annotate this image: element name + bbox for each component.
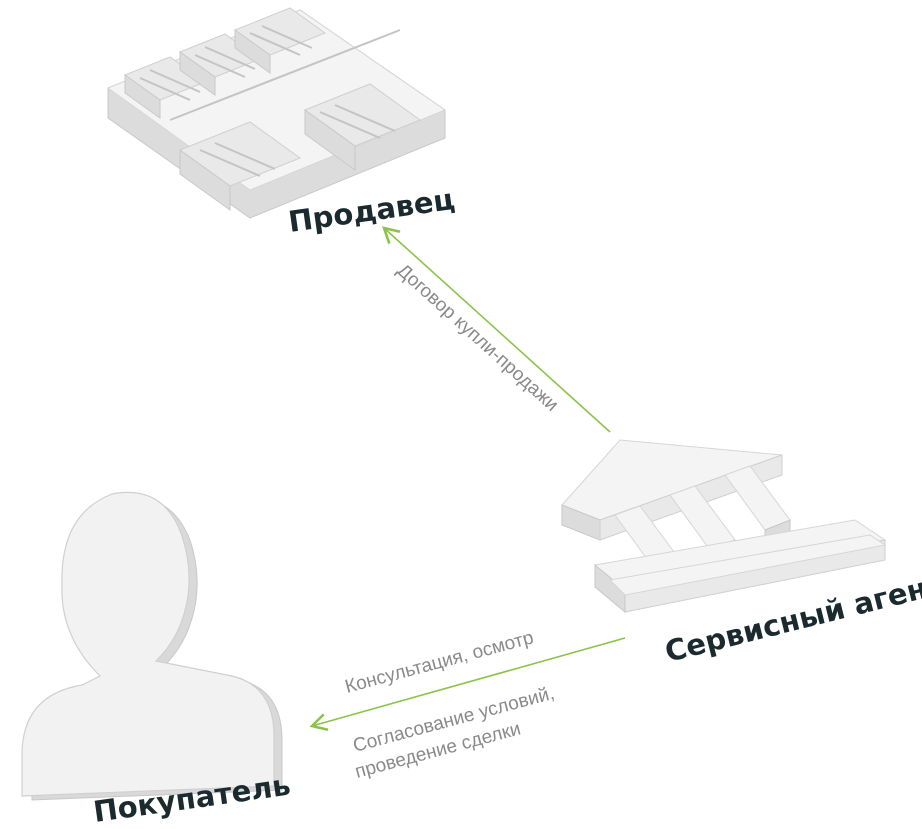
person-silhouette-icon xyxy=(21,491,283,801)
arrow-agent-to-buyer xyxy=(309,637,626,732)
domrf-logo-icon xyxy=(106,7,447,219)
edge-agent-to-buyer: Консультация, осмотр Согласование услови… xyxy=(309,627,626,783)
edge-agent-to-seller: Договор купли-продажи xyxy=(382,226,611,433)
edge-label-contract: Договор купли-продажи xyxy=(393,260,563,416)
edge-label-consultation: Консультация, осмотр xyxy=(343,627,536,698)
bank-building-icon xyxy=(561,439,887,614)
arrow-agent-to-seller xyxy=(382,226,611,433)
